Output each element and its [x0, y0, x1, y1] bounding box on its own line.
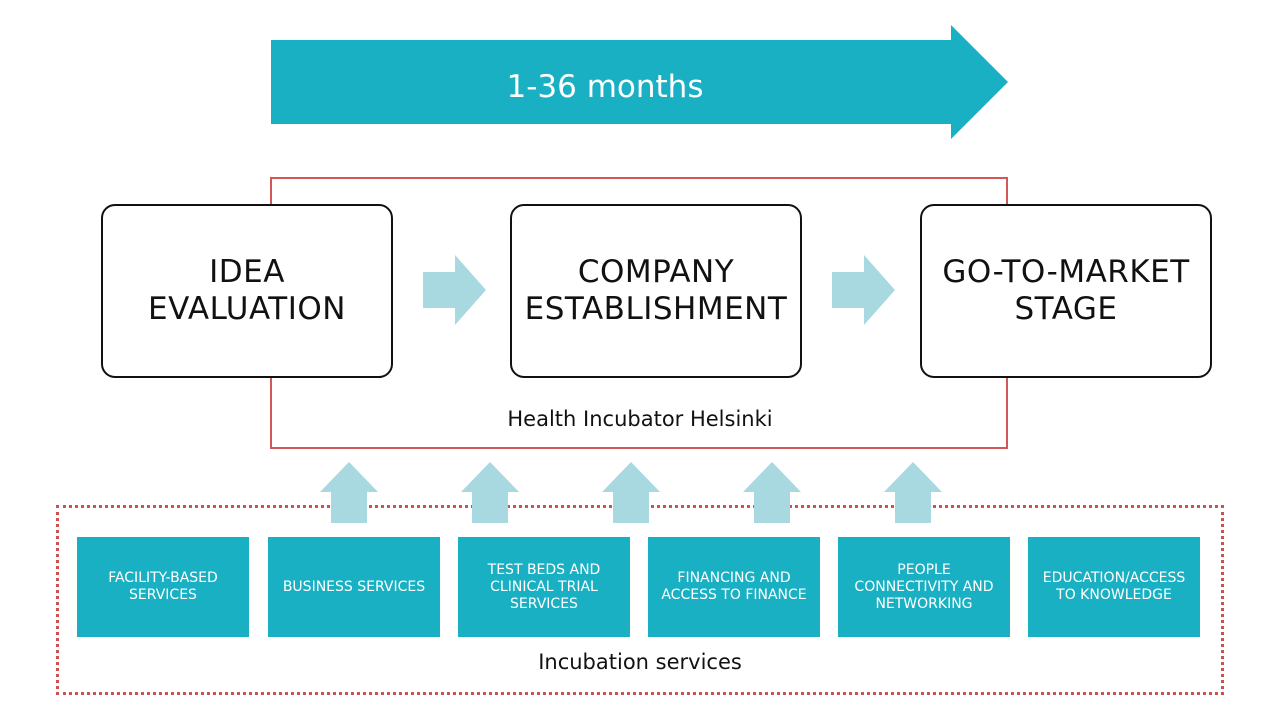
service-people-connectivity-label: PEOPLE CONNECTIVITY AND NETWORKING — [854, 561, 994, 612]
stage-idea-evaluation: IDEA EVALUATION — [101, 204, 393, 378]
service-test-beds-label: TEST BEDS AND CLINICAL TRIAL SERVICES — [487, 561, 601, 612]
services-label: Incubation services — [538, 650, 742, 674]
stage-go-to-market-label: GO-TO-MARKET STAGE — [942, 254, 1190, 327]
service-business-label: BUSINESS SERVICES — [282, 578, 426, 595]
service-facility-based: FACILITY-BASED SERVICES — [77, 537, 249, 637]
service-education: EDUCATION/ACCESS TO KNOWLEDGE — [1028, 537, 1200, 637]
service-business: BUSINESS SERVICES — [268, 537, 440, 637]
timeline-arrow-shape — [271, 25, 1008, 139]
service-people-connectivity: PEOPLE CONNECTIVITY AND NETWORKING — [838, 537, 1010, 637]
stage-company-establishment: COMPANY ESTABLISHMENT — [510, 204, 802, 378]
service-facility-based-label: FACILITY-BASED SERVICES — [108, 570, 218, 603]
service-test-beds: TEST BEDS AND CLINICAL TRIAL SERVICES — [458, 537, 630, 637]
timeline-label: 1-36 months — [506, 69, 704, 105]
stage-company-establishment-label: COMPANY ESTABLISHMENT — [524, 254, 788, 327]
service-education-label: EDUCATION/ACCESS TO KNOWLEDGE — [1042, 570, 1186, 603]
service-financing-label: FINANCING AND ACCESS TO FINANCE — [661, 570, 807, 603]
service-financing: FINANCING AND ACCESS TO FINANCE — [648, 537, 820, 637]
incubator-label: Health Incubator Helsinki — [507, 407, 773, 431]
stage-idea-evaluation-label: IDEA EVALUATION — [148, 254, 346, 327]
stage-go-to-market: GO-TO-MARKET STAGE — [920, 204, 1212, 378]
